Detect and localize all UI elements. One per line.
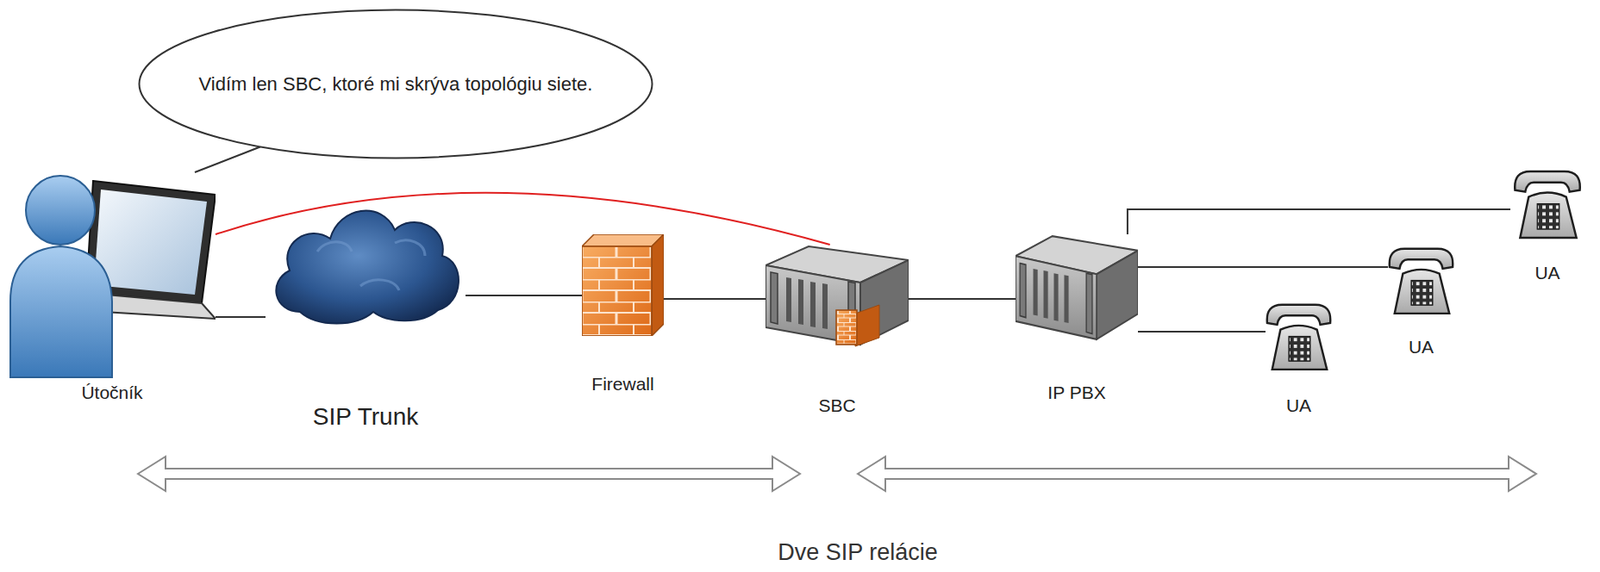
icon-graphic — [1015, 236, 1138, 340]
pbx-server: IP PBX — [1015, 234, 1138, 343]
speech-bubble: Vidím len SBC, ktoré mi skrýva topológiu… — [137, 8, 654, 160]
icon-graphic — [1389, 249, 1454, 314]
connector-line — [215, 316, 266, 319]
cloud-icon: SIP Trunk — [265, 191, 466, 328]
device-icon — [1265, 295, 1332, 373]
device-label: SIP Trunk — [312, 403, 419, 432]
connector-line — [194, 147, 261, 173]
double-arrow — [857, 456, 1537, 492]
device-icon — [265, 191, 466, 328]
connector-line — [663, 298, 766, 300]
device-label: Útočník — [81, 382, 143, 404]
device-label: SBC — [818, 395, 856, 417]
bubble-text: Vidím len SBC, ktoré mi skrýva topológiu… — [199, 71, 594, 98]
device-label: UA — [1408, 337, 1434, 358]
connector-line — [1137, 266, 1388, 269]
icon-graphic — [581, 234, 664, 337]
connector-line — [908, 298, 1016, 300]
phone-icon: UA — [1387, 239, 1455, 317]
connector-line — [1137, 331, 1266, 333]
device-label: UA — [1286, 395, 1312, 417]
device-icon — [1015, 234, 1138, 343]
connector-line — [465, 294, 582, 297]
icon-graphic — [765, 246, 909, 347]
device-icon — [8, 172, 216, 380]
phone-icon: UA — [1265, 295, 1332, 373]
device-icon — [1510, 162, 1585, 240]
double-arrow — [137, 456, 800, 492]
device-label: IP PBX — [1047, 382, 1106, 404]
icon-graphic — [10, 175, 216, 378]
sbc-server: SBC — [765, 244, 909, 348]
device-label: UA — [1534, 262, 1560, 284]
icon-graphic — [275, 211, 459, 325]
icon-graphic — [1514, 171, 1581, 238]
icon-graphic — [1267, 305, 1332, 370]
device-label: Firewall — [591, 374, 654, 395]
firewall-icon: Firewall — [581, 234, 664, 337]
phone-icon: UA — [1510, 162, 1585, 240]
ellipse — [139, 10, 653, 159]
device-icon — [765, 244, 909, 348]
connector-line — [1127, 209, 1511, 235]
caption-label: Dve SIP relácie — [777, 539, 938, 567]
device-icon — [1387, 239, 1455, 317]
device-icon — [581, 234, 664, 337]
attacker-icon: Útočník — [8, 172, 216, 380]
